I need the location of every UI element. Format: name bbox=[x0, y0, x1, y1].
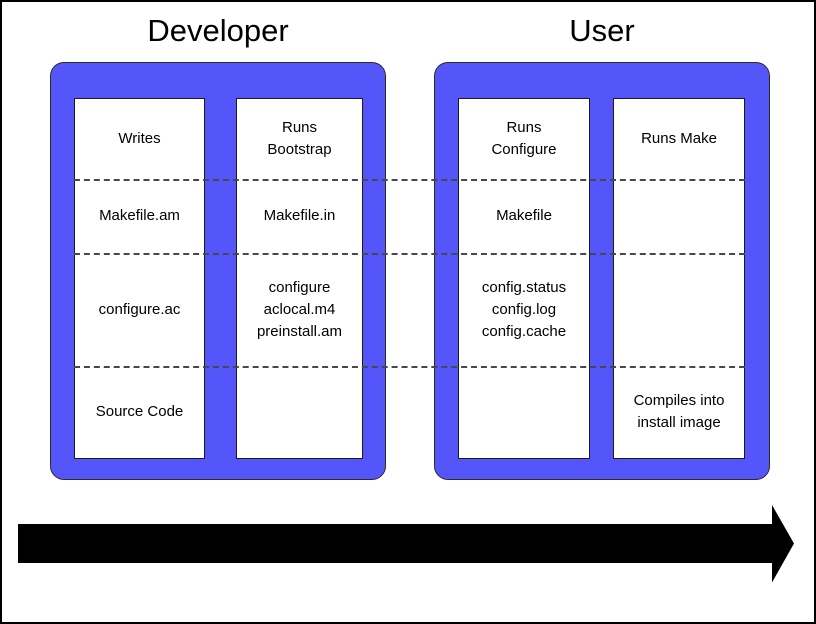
cell-empty bbox=[614, 179, 744, 253]
cell-runs-make: Runs Make bbox=[641, 130, 717, 147]
group-title-developer: Developer bbox=[147, 13, 289, 48]
timeline-arrow-right-icon bbox=[18, 505, 794, 583]
cell-makefile-am: Makefile.am bbox=[99, 207, 180, 224]
cell-source-code: Source Code bbox=[95, 403, 184, 420]
cell-makefile-in: Makefile.in bbox=[263, 207, 336, 224]
column-user-make: Runs Make Compiles into install image bbox=[613, 98, 745, 459]
group-title-user: User bbox=[569, 13, 635, 48]
dashed-divider bbox=[74, 366, 745, 368]
cell-empty bbox=[614, 253, 744, 366]
cell-configure-files: configure aclocal.m4 preinstall.am bbox=[256, 278, 343, 340]
dashed-divider bbox=[74, 253, 745, 255]
cell-runs-configure: Runs Configure bbox=[491, 119, 557, 158]
cell-runs-bootstrap: Runs Bootstrap bbox=[267, 119, 332, 158]
cell-empty bbox=[237, 366, 362, 458]
column-user-configure: Runs Configure Makefile config.status co… bbox=[458, 98, 590, 459]
column-developer-writes: Writes Makefile.am configure.ac Source C… bbox=[74, 98, 205, 459]
cell-makefile: Makefile bbox=[496, 207, 552, 224]
cell-compiles-into: Compiles into install image bbox=[633, 392, 725, 431]
cell-writes: Writes bbox=[118, 130, 161, 147]
dashed-divider bbox=[74, 179, 745, 181]
cell-config-files: config.status config.log config.cache bbox=[481, 278, 567, 340]
cell-empty bbox=[459, 366, 589, 458]
cell-configure-ac: configure.ac bbox=[98, 300, 181, 318]
column-developer-bootstrap: Runs Bootstrap Makefile.in configure acl… bbox=[236, 98, 363, 459]
